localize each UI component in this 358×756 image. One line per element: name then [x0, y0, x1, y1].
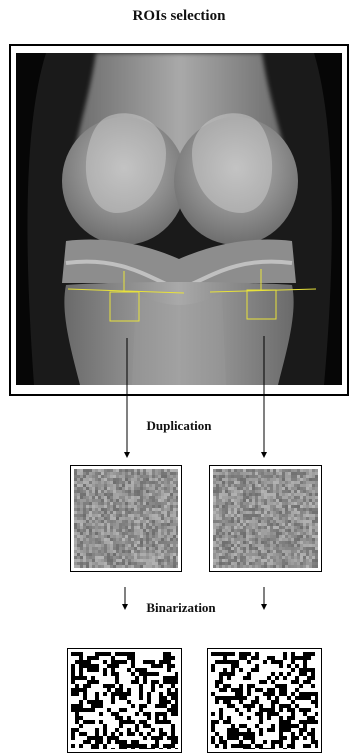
roi-texture-right [213, 469, 318, 568]
roi-binary-left [71, 652, 178, 749]
step-label-binarization: Binarization [126, 600, 236, 616]
roi-patch-left-gray [70, 465, 182, 572]
step-label-duplication: Duplication [120, 418, 238, 434]
roi-patch-right-binary [207, 648, 322, 753]
figure-title: ROIs selection [0, 8, 358, 25]
roi-texture-left [74, 469, 178, 568]
roi-binary-right [211, 652, 318, 749]
roi-patch-left-binary [67, 648, 182, 753]
roi-patch-right-gray [209, 465, 322, 572]
knee-xray-image [16, 53, 342, 385]
